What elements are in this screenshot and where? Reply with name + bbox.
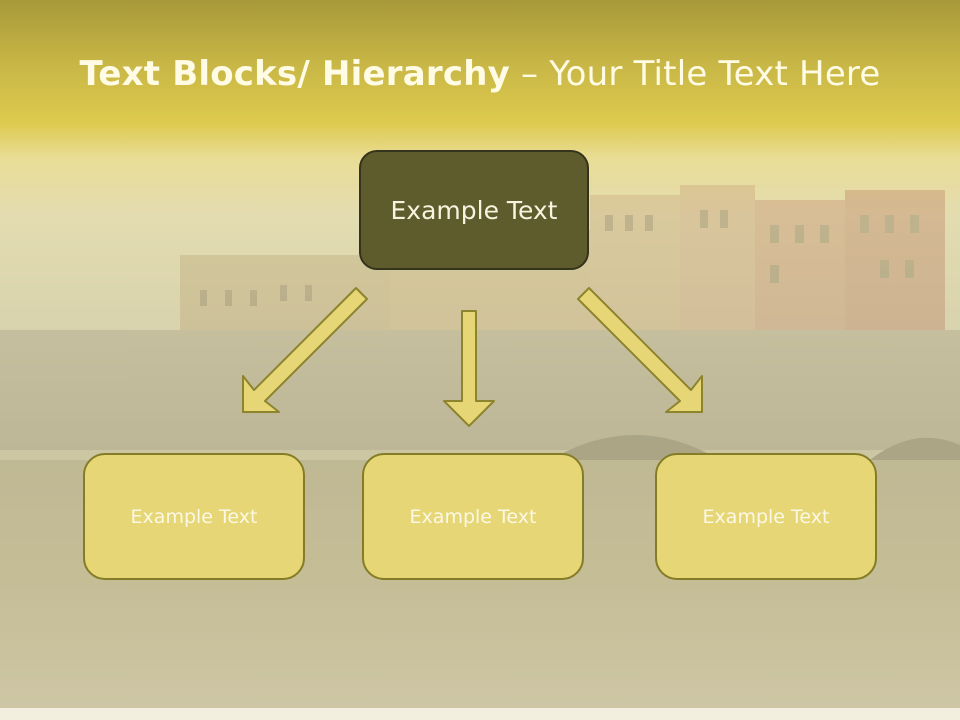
title-rest: Your Title Text Here <box>549 54 881 94</box>
child-text-label-1: Example Text <box>130 505 258 528</box>
arrow-center <box>443 310 495 427</box>
child-text-label-2: Example Text <box>409 505 537 528</box>
child-text-block-1[interactable]: Example Text <box>83 453 305 580</box>
arrow-right <box>577 287 703 413</box>
root-text-block[interactable]: Example Text <box>359 150 589 270</box>
child-text-block-2[interactable]: Example Text <box>362 453 584 580</box>
child-text-block-3[interactable]: Example Text <box>655 453 877 580</box>
slide-title: Text Blocks/ Hierarchy – Your Title Text… <box>0 54 960 94</box>
title-dash: – <box>510 54 550 94</box>
arrow-left <box>242 287 368 413</box>
root-text-label: Example Text <box>390 195 558 225</box>
title-bold-part: Text Blocks/ Hierarchy <box>79 54 510 94</box>
child-text-label-3: Example Text <box>702 505 830 528</box>
